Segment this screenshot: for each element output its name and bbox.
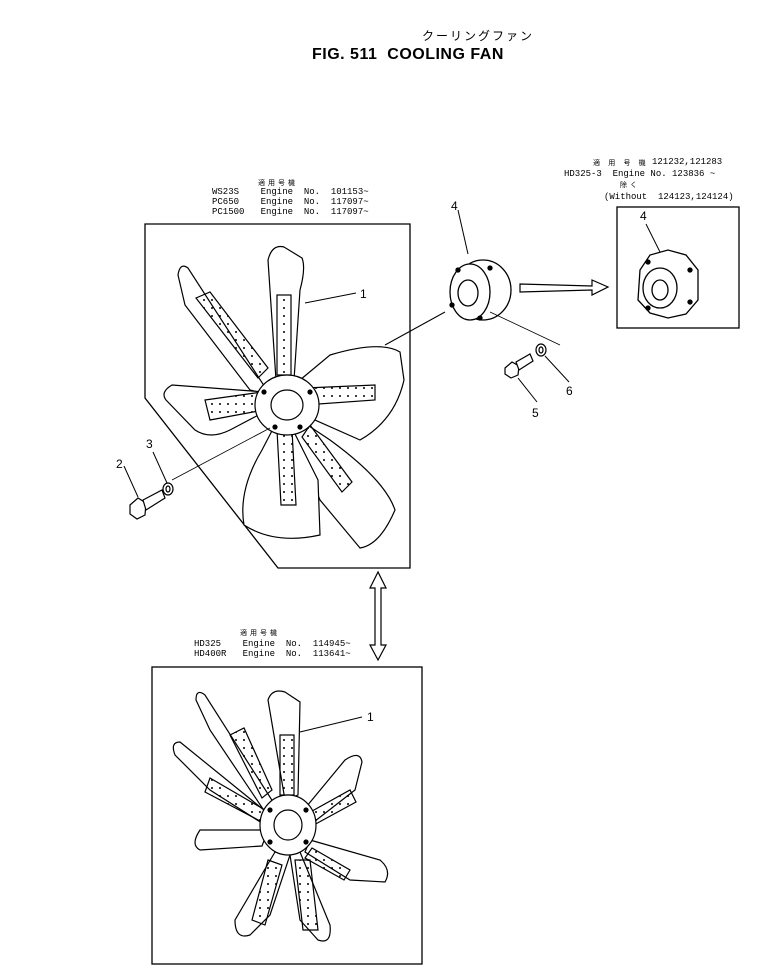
lower-applicability-label: 適用号機: [240, 629, 280, 637]
upper-cooling-fan: [163, 245, 405, 549]
side-applicability-label: 適 用 号 機: [593, 159, 649, 167]
small-washer: [535, 343, 547, 357]
lower-fan-frame: [151, 666, 423, 965]
washer: [162, 482, 174, 496]
callout-bolt-small: 5: [532, 406, 539, 420]
side-engine-line: HD325-3 Engine No. 123836 ~: [564, 169, 716, 179]
lower-applicability-row: HD325 Engine No. 114945~: [194, 639, 351, 649]
bolt: [129, 489, 166, 520]
callout-washer-small: 6: [566, 384, 573, 398]
fan-spacer: [449, 259, 512, 321]
alternative-spacer-frame: [616, 206, 740, 329]
callout-fan-upper: 1: [360, 287, 367, 301]
callout-bolt: 2: [116, 457, 123, 471]
upper-applicability-row: WS23S Engine No. 101153~: [212, 187, 369, 197]
figure-title: FIG. 511 COOLING FAN: [312, 46, 504, 63]
callout-spacer-alt: 4: [640, 209, 647, 223]
callout-fan-lower: 1: [367, 710, 374, 724]
callout-spacer: 4: [451, 199, 458, 213]
lower-cooling-fan: [172, 690, 389, 942]
callout-washer: 3: [146, 437, 153, 451]
upper-fan-frame: [144, 223, 411, 569]
upper-applicability-row: PC650 Engine No. 117097~: [212, 197, 369, 207]
replacement-arrow: [519, 279, 610, 296]
interchange-arrow: [369, 570, 387, 662]
upper-applicability-row: PC1500 Engine No. 117097~: [212, 207, 369, 217]
side-except-label: 除く: [620, 181, 640, 189]
lower-applicability-row: HD400R Engine No. 113641~: [194, 649, 351, 659]
side-serials: 121232,121283: [652, 157, 723, 167]
upper-applicability-label: 適用号機: [258, 179, 298, 187]
japanese-title: クーリングファン: [422, 29, 535, 43]
alternative-fan-spacer: [637, 249, 699, 319]
side-without-line: (Without 124123,124124): [604, 192, 734, 202]
small-bolt: [504, 353, 534, 379]
